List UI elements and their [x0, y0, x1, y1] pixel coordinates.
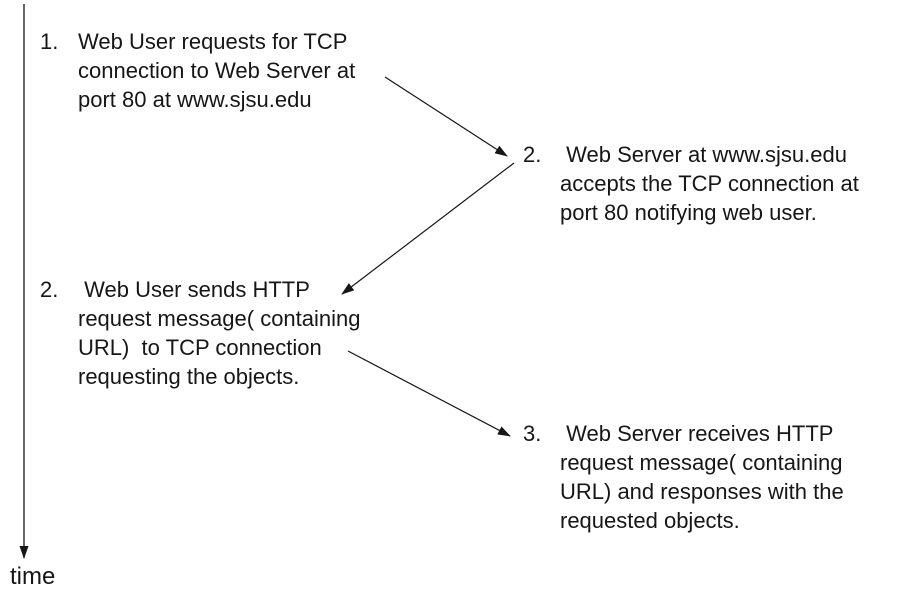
step-text-line: port 80 notifying web user.	[560, 200, 817, 225]
step-text-line: requested objects.	[560, 508, 740, 533]
step-1-web-user-requests-tcp: 1. Web User requests for TCP connection …	[40, 27, 355, 114]
step-text: Web Server receives HTTP request message…	[560, 419, 844, 535]
step-number: 2.	[40, 277, 59, 302]
step-text-line: connection to Web Server at	[78, 58, 356, 83]
step-2-user-sends-http-request: 2. Web User sends HTTP request message( …	[40, 275, 361, 391]
arrow-request-to-server	[384, 76, 508, 157]
step-text-line: Web Server receives HTTP	[560, 421, 834, 446]
step-text-line: Web User requests for TCP	[78, 29, 348, 54]
step-text-line: request message( containing	[560, 450, 843, 475]
step-text: Web User requests for TCP connection to …	[78, 27, 355, 114]
step-text-line: Web User sends HTTP	[78, 277, 310, 302]
step-text: Web User sends HTTP request message( con…	[78, 275, 361, 391]
step-text: Web Server at www.sjsu.edu accepts the T…	[560, 140, 859, 227]
step-number: 2.	[523, 142, 542, 167]
step-text-line: requesting the objects.	[78, 364, 300, 389]
step-text-line: URL) and responses with the	[560, 479, 844, 504]
step-3-server-responds-objects: 3. Web Server receives HTTP request mess…	[523, 419, 844, 535]
step-number: 1.	[40, 29, 59, 54]
time-axis-label: time	[10, 563, 56, 590]
step-2-server-accepts-tcp: 2. Web Server at www.sjsu.edu accepts th…	[523, 140, 859, 227]
step-text-line: Web Server at www.sjsu.edu	[560, 142, 847, 167]
step-text-line: accepts the TCP connection at	[560, 171, 859, 196]
step-text-line: port 80 at www.sjsu.edu	[78, 87, 312, 112]
step-text-line: URL) to TCP connection	[78, 335, 322, 360]
arrow-http-to-server	[347, 350, 511, 437]
arrow-accept-to-user	[341, 162, 515, 295]
step-number: 3.	[523, 421, 542, 446]
step-text-line: request message( containing	[78, 306, 361, 331]
